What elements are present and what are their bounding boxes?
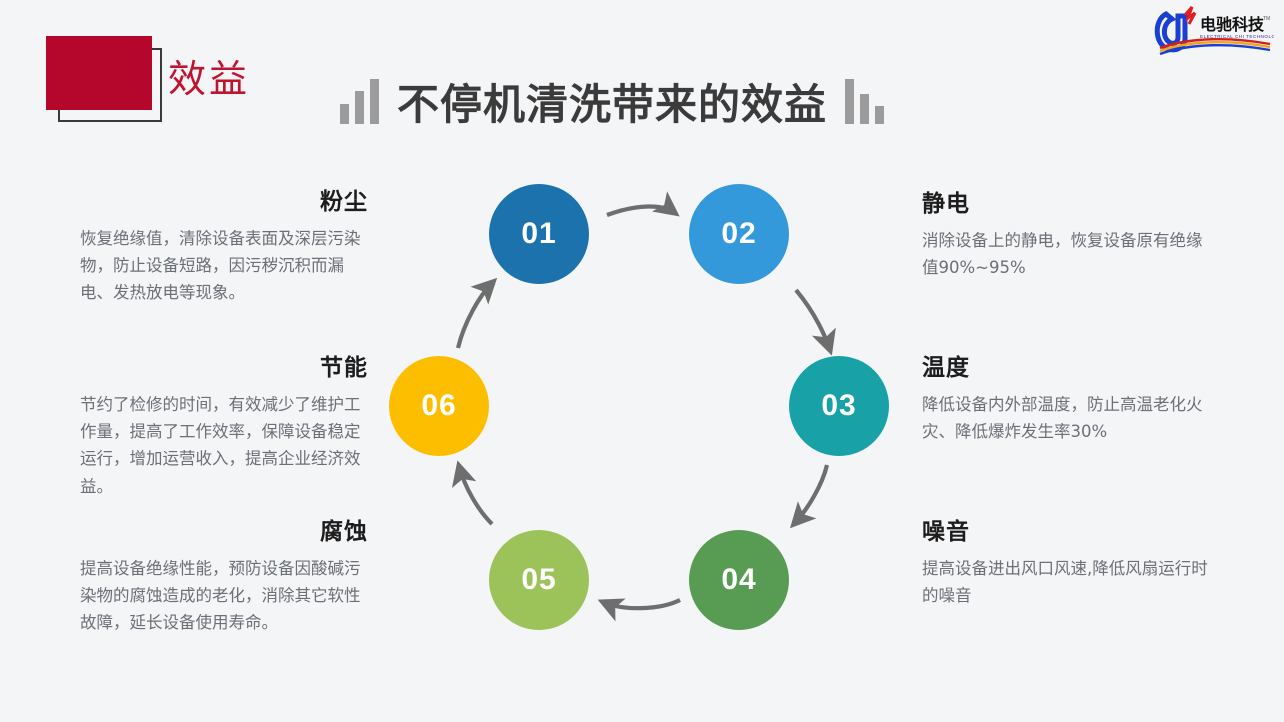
cycle-node-04[interactable]: 04 [689, 530, 789, 630]
info-block-temperature: 温度 降低设备内外部温度，防止高温老化火灾、降低爆炸发生率30% [922, 348, 1212, 445]
cycle-node-05-label: 05 [521, 563, 557, 596]
cycle-node-02-label: 02 [721, 217, 757, 250]
cycle-node-01-label: 01 [521, 217, 557, 250]
company-logo: 电驰科技 ELECTRICAL CHI TECHNOLOGY TM [1152, 4, 1283, 60]
info-block-dust-body: 恢复绝缘值，清除设备表面及深层污染物，防止设备短路，因污秽沉积而漏电、发热放电等… [80, 229, 361, 303]
arrow-06-to-01 [455, 277, 498, 349]
info-block-static-body: 消除设备上的静电，恢复设备原有绝缘值90%~95% [922, 231, 1203, 278]
cycle-node-03[interactable]: 03 [789, 356, 889, 456]
svg-text:TM: TM [1263, 16, 1270, 22]
info-block-temperature-heading: 温度 [922, 355, 970, 381]
info-block-noise-heading: 噪音 [922, 519, 970, 545]
bar-chart-descending-icon [845, 76, 885, 128]
svg-text:ELECTRICAL CHI TECHNOLOGY: ELECTRICAL CHI TECHNOLOGY [1200, 34, 1274, 39]
arrow-04-to-05 [597, 598, 681, 622]
bar-chart-ascending-icon [340, 76, 379, 128]
info-block-energy: 节能 节约了检修的时间，有效减少了维护工作量，提高了工作效率，保障设备稳定运行，… [80, 348, 368, 500]
badge-decoration [46, 36, 171, 132]
arrow-03-to-04 [790, 464, 830, 529]
info-block-corrosion: 腐蚀 提高设备绝缘性能，预防设备因酸碱污染物的腐蚀造成的老化，消除其它软性故障，… [80, 512, 368, 637]
info-block-static: 静电 消除设备上的静电，恢复设备原有绝缘值90%~95% [922, 184, 1212, 281]
page-title: 不停机清洗带来的效益 [397, 80, 828, 129]
info-block-dust-heading: 粉尘 [320, 189, 368, 215]
info-block-static-heading: 静电 [922, 191, 970, 217]
info-block-corrosion-body: 提高设备绝缘性能，预防设备因酸碱污染物的腐蚀造成的老化，消除其它软性故障，延长设… [80, 559, 361, 633]
arrow-05-to-06 [451, 460, 494, 526]
info-block-dust: 粉尘 恢复绝缘值，清除设备表面及深层污染物，防止设备短路，因污秽沉积而漏电、发热… [80, 182, 368, 307]
cycle-node-01[interactable]: 01 [489, 184, 589, 284]
cycle-node-02[interactable]: 02 [689, 184, 789, 284]
arrow-01-to-02 [606, 191, 680, 217]
badge-filled-rect [46, 36, 152, 110]
logo-mark-icon: 电驰科技 ELECTRICAL CHI TECHNOLOGY TM [1154, 6, 1283, 56]
cycle-node-06[interactable]: 06 [389, 356, 489, 456]
cycle-diagram: 01 02 03 04 05 06 [375, 168, 915, 653]
cycle-node-03-label: 03 [821, 389, 857, 422]
info-block-energy-body: 节约了检修的时间，有效减少了维护工作量，提高了工作效率，保障设备稳定运行，增加运… [80, 395, 361, 496]
page-title-row: 不停机清洗带来的效益 [340, 66, 885, 129]
info-block-temperature-body: 降低设备内外部温度，防止高温老化火灾、降低爆炸发生率30% [922, 395, 1203, 442]
cycle-node-06-label: 06 [421, 389, 457, 422]
info-block-noise-body: 提高设备进出风口风速,降低风扇运行时的噪音 [922, 559, 1208, 606]
cycle-node-04-label: 04 [721, 563, 757, 596]
info-block-corrosion-heading: 腐蚀 [320, 519, 368, 545]
info-block-noise: 噪音 提高设备进出风口风速,降低风扇运行时的噪音 [922, 512, 1212, 609]
section-badge-label: 效益 [168, 57, 251, 101]
svg-text:电驰科技: 电驰科技 [1200, 15, 1265, 34]
info-block-energy-heading: 节能 [320, 355, 368, 381]
arrow-02-to-03 [794, 288, 836, 356]
cycle-node-05[interactable]: 05 [489, 530, 589, 630]
